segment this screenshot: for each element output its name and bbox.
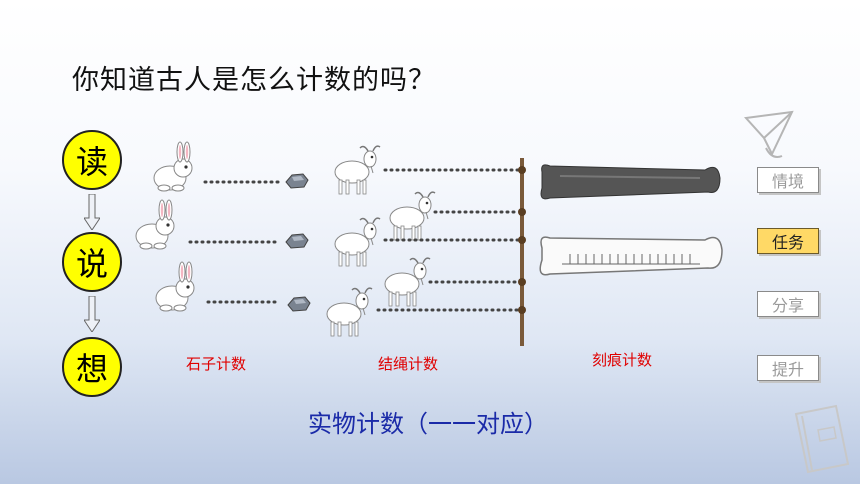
step-say: 说: [62, 232, 122, 292]
notebook-icon: [794, 404, 850, 474]
nav-task[interactable]: 任务: [757, 228, 819, 254]
down-arrow-icon: [84, 194, 100, 230]
caption-rope: 结绳计数: [378, 355, 439, 373]
step-think: 想: [62, 337, 122, 397]
nav-improve[interactable]: 提升: [757, 355, 819, 381]
subtitle: 实物计数（一一对应）: [308, 410, 548, 438]
caption-stone: 石子计数: [186, 355, 247, 373]
counting-illustration: [135, 141, 723, 346]
paper-plane-icon: [743, 110, 794, 158]
caption-carve: 刻痕计数: [592, 351, 653, 369]
nav-scene[interactable]: 情境: [757, 167, 819, 193]
down-arrow-icon: [84, 296, 100, 332]
nav-share[interactable]: 分享: [757, 291, 819, 317]
step-read: 读: [62, 130, 122, 190]
page-title: 你知道古人是怎么计数的吗？: [72, 65, 436, 96]
